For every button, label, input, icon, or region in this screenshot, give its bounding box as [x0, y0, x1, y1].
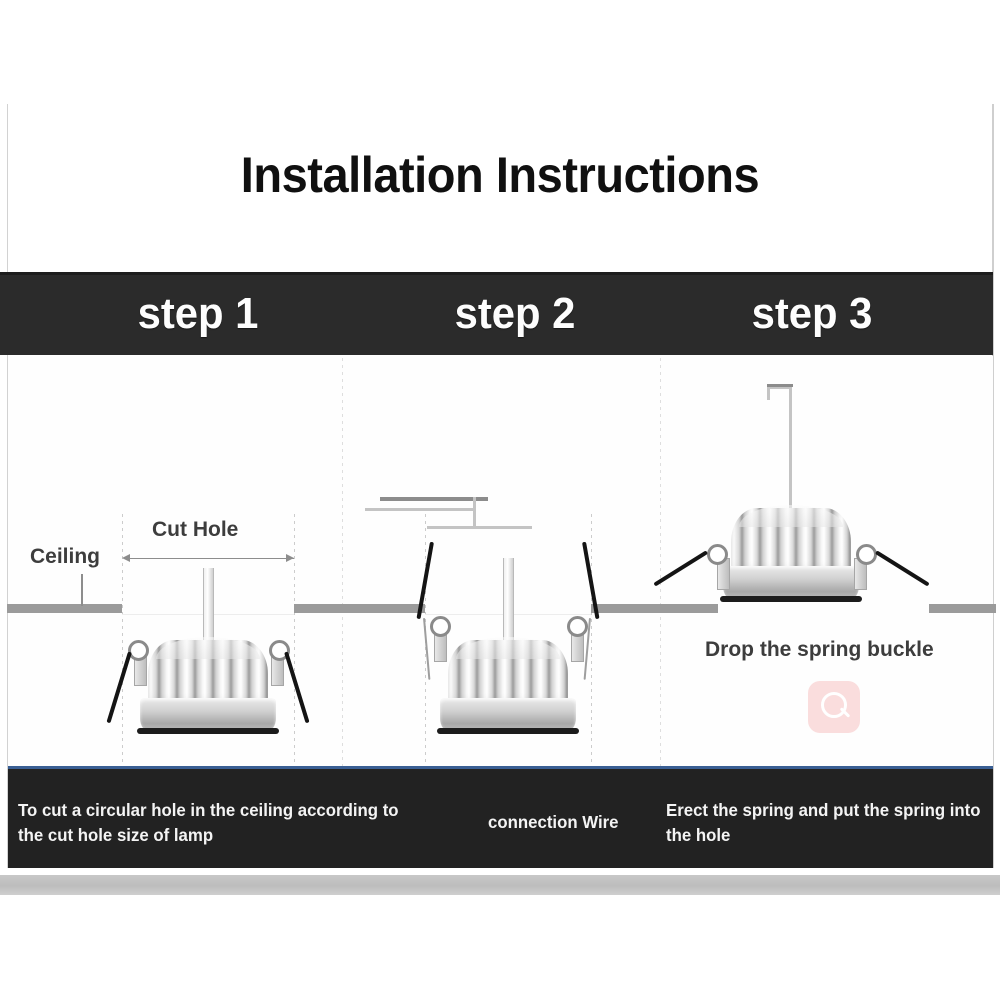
- step-1-caption: To cut a circular hole in the ceiling ac…: [18, 800, 399, 845]
- connection-wire-riser: [473, 497, 476, 529]
- ceiling-leader-line: [81, 574, 83, 606]
- cut-hole-arrow-left: [122, 554, 130, 562]
- fixture-trim-ring-step2: [439, 698, 577, 732]
- page-title: Installation Instructions: [240, 147, 760, 203]
- connection-wire-second: [365, 508, 473, 511]
- fixture-heatsink-fins: [148, 637, 268, 708]
- ceiling-label: Ceiling: [30, 545, 101, 568]
- fixture-heatsink-top-step3: [739, 505, 843, 527]
- cut-hole-guide-left: [122, 514, 123, 768]
- wire-bend-cap-step3: [767, 384, 793, 387]
- connection-wire-top: [380, 497, 488, 501]
- drop-spring-buckle-label: Drop the spring buckle: [705, 638, 934, 661]
- ceiling-bar-left-step3: [658, 604, 718, 613]
- spring-loop-left-step3: [707, 544, 728, 565]
- spring-loop-right-step2: [567, 616, 588, 637]
- fixture-heatsink-fins-step2: [448, 637, 568, 708]
- connection-wire-bottom: [427, 526, 532, 529]
- cut-hole-arrow-right: [286, 554, 294, 562]
- ceiling-bar-right: [294, 604, 343, 613]
- search-icon: [808, 681, 860, 733]
- step-label-2: step 2: [454, 289, 576, 338]
- step-label-3: step 3: [751, 289, 873, 338]
- panel-divider-1: [342, 358, 343, 766]
- caption-accent-line: [8, 766, 993, 769]
- spring-arm-right: [284, 651, 310, 724]
- fixture-trim-lip: [137, 728, 279, 734]
- fixture-heatsink-top: [156, 637, 260, 659]
- wire-riser-step3: [789, 386, 792, 508]
- fixture-wire-stem-step2: [503, 558, 514, 644]
- ceiling-bar-right-step3: [929, 604, 996, 613]
- step-label-1: step 1: [137, 289, 259, 338]
- cut-hole-dimension-line: [124, 558, 294, 559]
- hole-guide-right-step2: [591, 514, 592, 768]
- fixture-wire-stem: [203, 568, 214, 644]
- step-2-caption: connection Wire: [488, 812, 619, 832]
- bottom-gray-strip: [0, 875, 1000, 895]
- fixture-trim-lip-step2: [437, 728, 579, 734]
- step-1-illustration: Ceiling Cut Hole: [7, 356, 343, 768]
- fixture-trim-ring-step3: [722, 566, 860, 600]
- diagram-area: Ceiling Cut Hole: [7, 356, 996, 768]
- fixture-heatsink-fins-step3: [731, 505, 851, 576]
- page-border-left: [7, 104, 8, 894]
- spring-arm-left: [106, 651, 132, 724]
- ceiling-bar-left-step2: [341, 604, 425, 613]
- wire-bend-drop-step3: [767, 386, 770, 400]
- ceiling-bar-left: [7, 604, 122, 613]
- wire-bend-step3: [767, 386, 792, 389]
- caption-bar: To cut a circular hole in the ceiling ac…: [8, 769, 993, 868]
- step-band-top-edge: [0, 272, 993, 275]
- fixture-trim-ring: [139, 698, 277, 732]
- panel-divider-2: [660, 358, 661, 766]
- bottom-white-strip: [0, 868, 1000, 875]
- cut-hole-guide-right: [294, 514, 295, 768]
- spring-loop-left: [128, 640, 149, 661]
- spring-loop-left-step2: [430, 616, 451, 637]
- ceiling-bar-right-step2: [591, 604, 663, 613]
- step-header-band: step 1 step 2 step 3: [0, 275, 993, 355]
- step-3-caption: Erect the spring and put the spring into…: [666, 800, 981, 845]
- fixture-trim-lip-step3: [720, 596, 862, 602]
- step-2-illustration: [341, 356, 663, 768]
- page-border-right: [992, 104, 994, 894]
- fixture-heatsink-top-step2: [456, 637, 560, 659]
- spring-arm-right-step3: [874, 550, 930, 587]
- cut-hole-label: Cut Hole: [152, 518, 239, 541]
- search-icon-lens: [821, 692, 847, 718]
- step-3-illustration: Drop the spring buckle: [653, 356, 996, 768]
- spring-arm-left-step3: [653, 550, 709, 587]
- spring-loop-right-step3: [856, 544, 877, 565]
